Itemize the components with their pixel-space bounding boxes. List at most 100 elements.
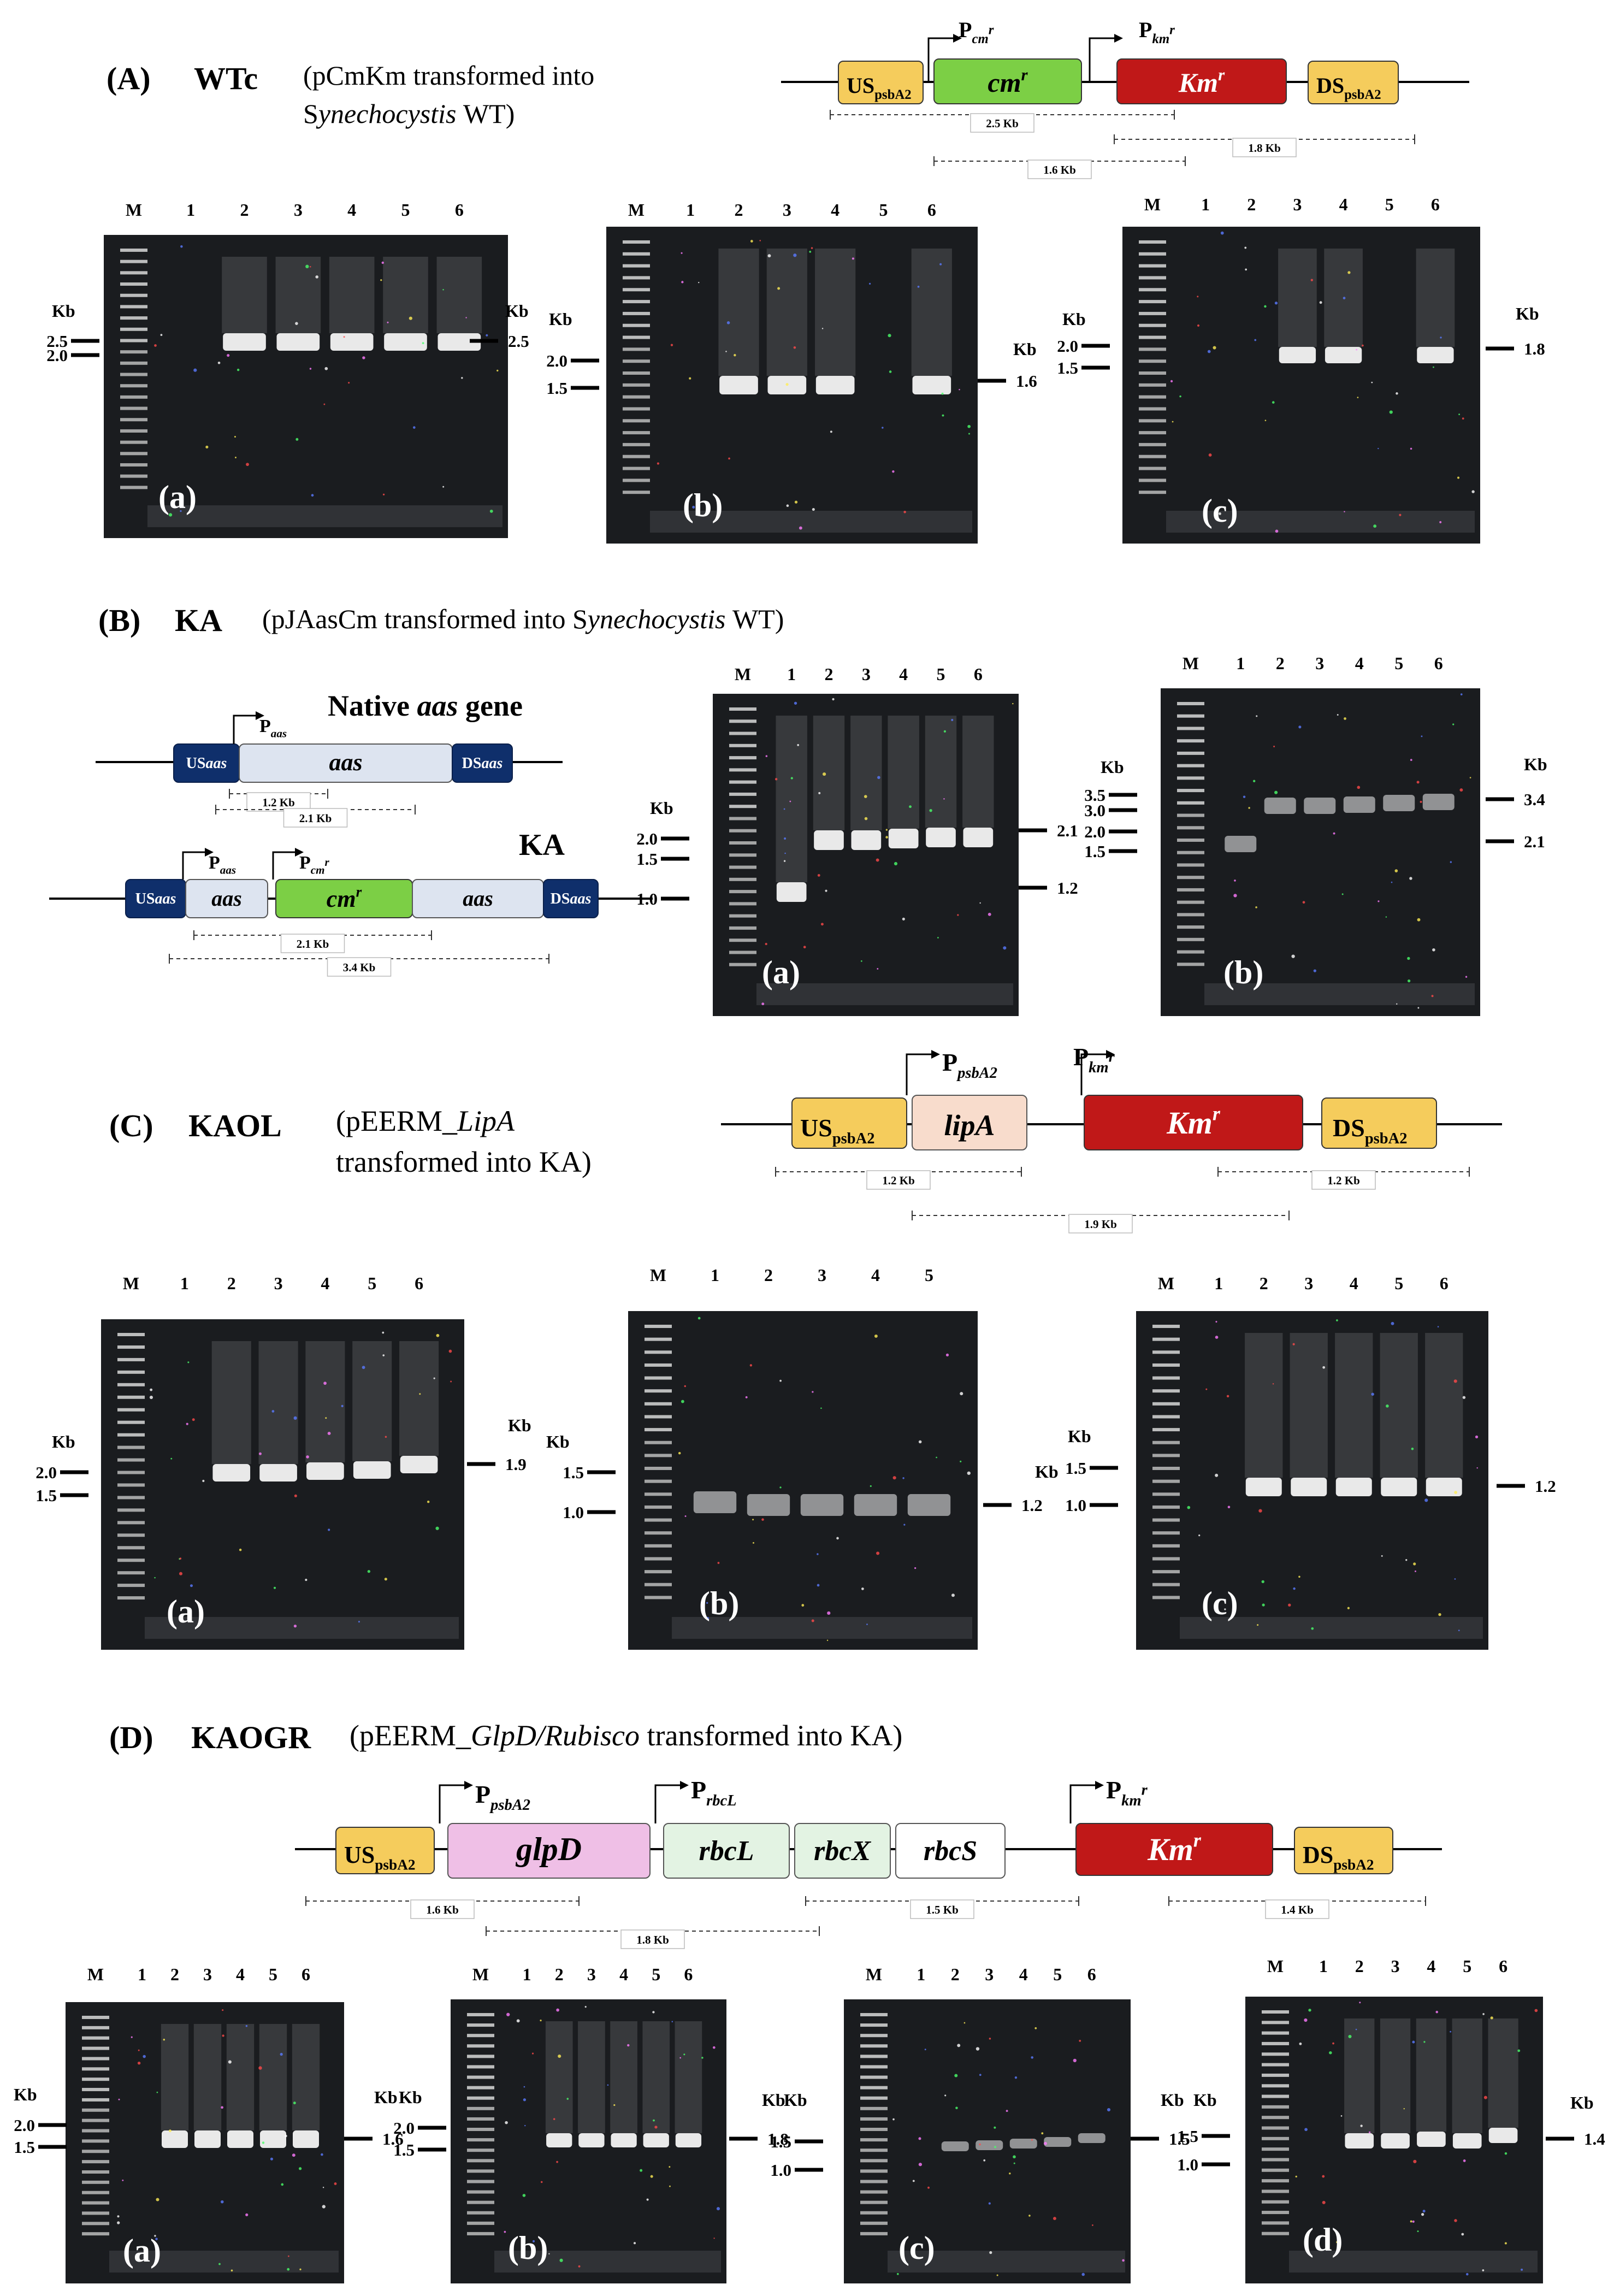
gel-speckle xyxy=(548,2253,550,2255)
ladder-band xyxy=(860,2013,888,2016)
gel-speckle xyxy=(1440,337,1442,339)
gel-speckle xyxy=(1409,877,1412,880)
gel-speckle xyxy=(327,1431,331,1435)
dna-band xyxy=(1345,2133,1374,2149)
gene-us-psba2 xyxy=(791,1097,907,1149)
kb-unit-d-b-left-2: Kb xyxy=(399,2087,422,2107)
gel-speckle xyxy=(524,2124,526,2127)
gel-speckle xyxy=(1258,1509,1262,1513)
gel-speckle xyxy=(793,346,796,349)
ladder-band xyxy=(645,1428,672,1432)
gel-dye-front xyxy=(650,511,972,533)
ladder-band xyxy=(645,1467,672,1470)
gel-dye-front xyxy=(147,505,502,527)
kb-unit-b-b-left: Kb xyxy=(1101,757,1124,777)
panel-label: (b) xyxy=(508,2230,548,2266)
dna-band xyxy=(1078,2133,1105,2143)
ladder-band xyxy=(82,2077,109,2081)
ladder-band xyxy=(82,2057,109,2061)
ladder-band xyxy=(82,2232,109,2236)
ladder-band xyxy=(645,1505,672,1509)
gel-speckle xyxy=(179,1572,183,1575)
lane-label: 1 xyxy=(523,1964,531,1984)
gel-speckle xyxy=(1003,946,1007,950)
ladder-band xyxy=(1262,2010,1289,2014)
gel-speckle xyxy=(1333,832,1335,835)
ladder-band xyxy=(1177,714,1204,718)
gel-speckle xyxy=(192,1418,195,1421)
kb-unit-d-d-left: Kb xyxy=(1193,2090,1217,2110)
lane-smear xyxy=(193,2024,222,2130)
lane-smear xyxy=(161,2024,189,2130)
gel-speckle xyxy=(989,2251,992,2254)
gel-speckle xyxy=(325,1417,327,1419)
gel-speckle xyxy=(1465,976,1468,978)
gel-speckle xyxy=(125,2245,127,2247)
gel-speckle xyxy=(877,776,880,780)
ladder-band xyxy=(1177,751,1204,755)
gel-speckle xyxy=(1362,344,1364,347)
gel-speckle xyxy=(1245,268,1248,271)
ladder-band xyxy=(623,347,650,351)
gene-label: cmr xyxy=(327,884,362,912)
dna-band xyxy=(1335,1478,1372,1496)
ladder-band xyxy=(860,2159,888,2163)
gel-speckle xyxy=(892,1476,896,1480)
gel-speckle xyxy=(1407,979,1411,983)
lane-label: 1 xyxy=(180,1273,189,1293)
gel-speckle xyxy=(885,829,888,831)
gene-label: Pcmr xyxy=(959,17,994,46)
lane-label: 2 xyxy=(825,664,833,684)
gel-speckle xyxy=(892,470,895,473)
gel-speckle xyxy=(1381,1555,1383,1557)
dna-band xyxy=(1044,2137,1072,2147)
ladder-band xyxy=(117,1458,145,1462)
gel-speckle xyxy=(1389,410,1393,414)
gene-label: PpsbA2 xyxy=(475,1780,530,1814)
lane-smear xyxy=(850,716,882,830)
gel-speckle xyxy=(1417,1007,1420,1009)
ladder-band xyxy=(1139,300,1166,304)
ladder-band xyxy=(860,2200,888,2204)
promoter-arrow-line xyxy=(654,1784,680,1823)
ladder-band xyxy=(467,2221,494,2225)
gel-speckle xyxy=(1453,1379,1457,1383)
marker-value: 1.9 xyxy=(505,1455,527,1474)
gel-speckle xyxy=(1386,1404,1389,1408)
gel-speckle xyxy=(1399,513,1402,516)
gel-speckle xyxy=(489,509,493,513)
gel-speckle xyxy=(322,2205,326,2209)
ladder-band xyxy=(120,249,147,252)
gel-speckle xyxy=(205,445,209,448)
dna-band xyxy=(223,333,266,351)
gene-us-psba2 xyxy=(838,61,924,104)
gel-speckle xyxy=(1490,2016,1493,2020)
gel-speckle xyxy=(1396,1003,1398,1005)
ladder-band xyxy=(1262,2031,1289,2035)
gel-speckle xyxy=(245,2025,248,2027)
gene-kmr xyxy=(1084,1095,1303,1150)
lane-smear xyxy=(911,249,952,376)
lane-label: 4 xyxy=(347,200,356,220)
gel-speckle xyxy=(1450,861,1452,863)
lane-smear xyxy=(813,716,845,830)
gel-speckle xyxy=(1261,1580,1264,1584)
gel-speckle xyxy=(516,2019,520,2023)
gene-label: USpsbA2 xyxy=(847,73,912,102)
gel-speckle xyxy=(654,2126,658,2129)
dna-band xyxy=(800,1494,844,1516)
ladder-band xyxy=(1152,1518,1180,1522)
ladder-band xyxy=(1177,727,1204,730)
lane-label: M xyxy=(123,1273,139,1293)
lane-label: 4 xyxy=(321,1273,329,1293)
ladder-band xyxy=(729,902,756,906)
gel-background xyxy=(713,694,1019,1016)
gel-speckle xyxy=(994,2126,996,2129)
gene-label: DSpsbA2 xyxy=(1316,73,1381,102)
promoter-arrow-line xyxy=(1080,1053,1106,1095)
gel-speckle xyxy=(1412,2040,1415,2044)
kb-unit-d-c-left: Kb xyxy=(784,2090,807,2110)
kb-unit-d-a-left: Kb xyxy=(14,2085,37,2104)
gel-speckle xyxy=(293,1416,297,1420)
